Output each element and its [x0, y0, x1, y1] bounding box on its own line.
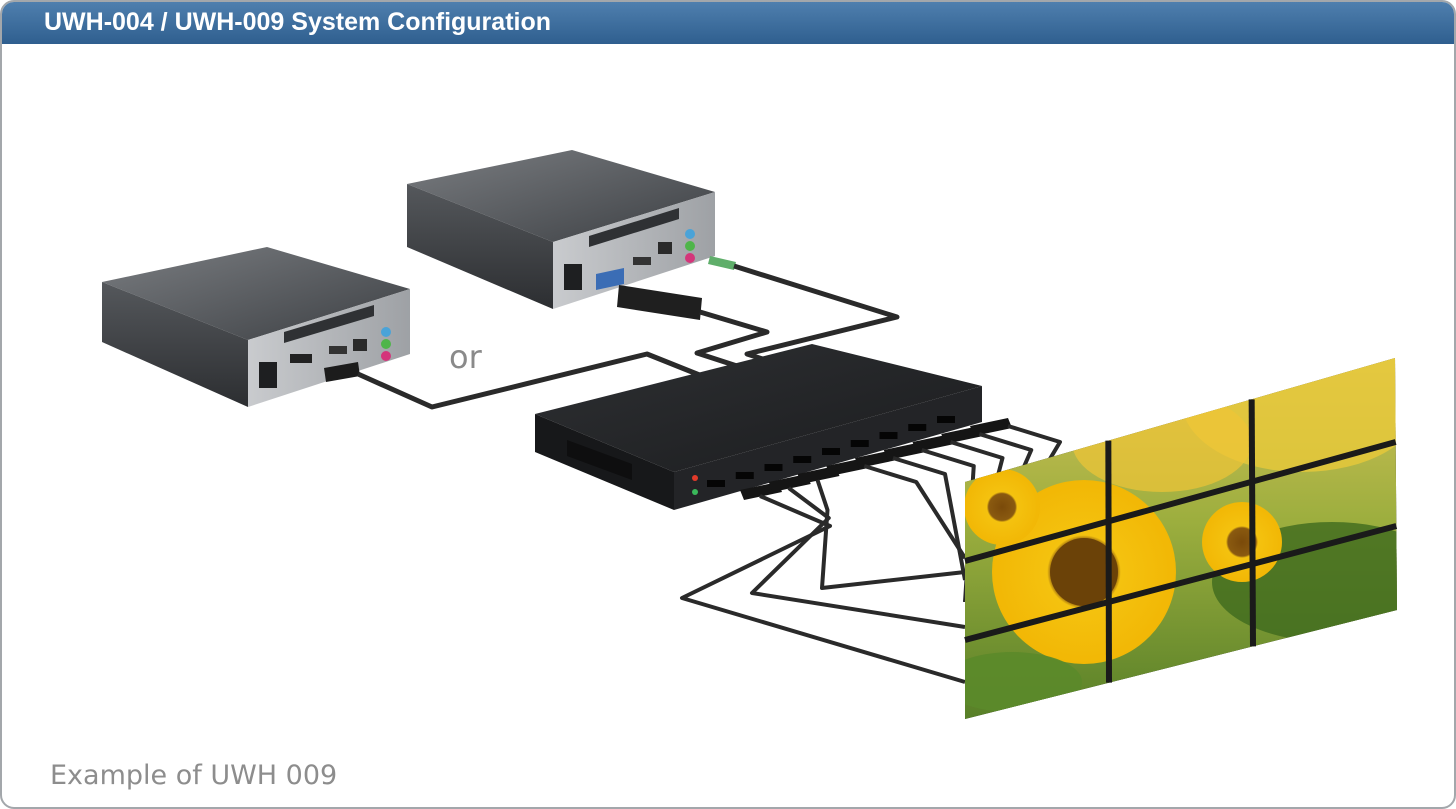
vent-grille-icon — [589, 208, 679, 247]
audio-jack-green-icon — [685, 241, 695, 251]
or-connector-label: or — [449, 338, 482, 376]
hdmi-output-port-icon — [793, 456, 812, 463]
hdmi-output-port-icon — [822, 448, 840, 455]
audio-jack-green-icon — [381, 339, 391, 349]
audio-plug-icon — [708, 256, 736, 270]
video-wall — [964, 358, 1398, 719]
vga-input-cable — [694, 309, 770, 369]
audio-jack-blue-icon — [685, 229, 695, 239]
usb-port-icon — [633, 257, 651, 265]
power-socket-icon — [259, 362, 277, 388]
hdmi-output-port-icon — [850, 440, 869, 447]
panel-header: UWH-004 / UWH-009 System Configuration — [2, 2, 1454, 44]
computer-right-side — [407, 184, 553, 309]
computer-right — [407, 150, 736, 320]
usb-port-icon — [329, 346, 347, 354]
hdmi-output-port-icon — [735, 472, 754, 479]
computer-left-top — [102, 247, 410, 340]
hdmi-output-port-icon — [879, 432, 898, 439]
audio-jack-blue-icon — [381, 327, 391, 337]
ethernet-port-icon — [658, 242, 672, 254]
page-title: UWH-004 / UWH-009 System Configuration — [44, 8, 552, 36]
computer-right-top — [407, 150, 715, 242]
hdmi-plug-icon — [970, 418, 1012, 436]
hdmi-output-port-icon — [707, 480, 725, 487]
hdmi-plug-icon — [324, 362, 360, 382]
sunflower-image — [965, 358, 1397, 719]
video-wall-bezels — [964, 399, 1398, 683]
hdmi-output-port-icon — [908, 424, 927, 431]
audio-jack-pink-icon — [685, 253, 695, 263]
hdmi-output-port-icon — [764, 464, 783, 471]
diagram-caption: Example of UWH 009 — [50, 760, 338, 791]
bezel-vertical — [1248, 399, 1256, 647]
sunflower-small-icon — [1202, 502, 1282, 582]
computer-left-side — [102, 282, 248, 407]
power-socket-icon — [564, 264, 582, 290]
power-led-icon — [692, 489, 698, 495]
vent-grille-icon — [567, 440, 632, 480]
hdmi-output-cable — [680, 494, 966, 684]
vent-grille-icon — [284, 305, 374, 343]
sunflower-small-icon — [965, 469, 1040, 545]
vga-port-icon — [596, 268, 624, 290]
hdmi-output-cable — [863, 464, 967, 560]
vga-adapter-icon — [617, 285, 702, 320]
ethernet-port-icon — [353, 339, 367, 351]
bezel-horizontal — [964, 439, 1397, 564]
computer-right-back-panel — [553, 192, 715, 309]
hdmi-output-port-icon — [937, 416, 955, 423]
hdmi-output-cable — [892, 456, 967, 581]
bezel-vertical — [1105, 440, 1112, 683]
computer-left — [102, 247, 410, 407]
splitter-top — [535, 344, 982, 472]
hdmi-output-cable — [815, 479, 966, 590]
video-led-icon — [692, 475, 698, 481]
hdmi-output-cable — [750, 486, 966, 629]
hdmi-output-ports — [707, 416, 1012, 500]
hdmi-port-icon — [290, 354, 312, 363]
bezel-horizontal — [964, 523, 1398, 643]
audio-jack-pink-icon — [381, 351, 391, 361]
hdmi-splitter — [535, 344, 1012, 510]
hdmi-input-cable — [356, 351, 703, 410]
